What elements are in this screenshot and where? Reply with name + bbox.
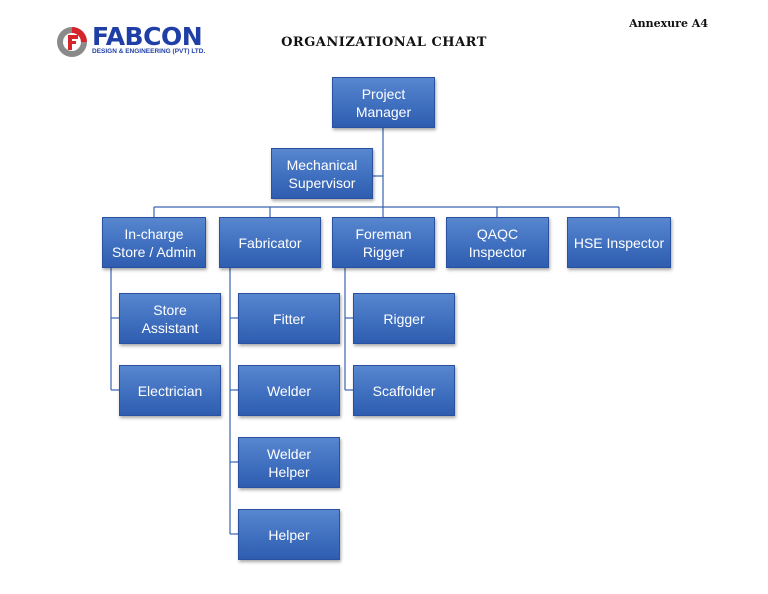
annexure-label: Annexure A4 <box>629 17 708 30</box>
company-logo: FABCON DESIGN & ENGINEERING (PVT) LTD. <box>56 22 206 60</box>
logo-wordmark: FABCON <box>92 22 203 51</box>
node-rigger: Rigger <box>353 293 455 344</box>
chart-title: ORGANIZATIONAL CHART <box>281 35 487 50</box>
node-qaqc-inspector: QAQC Inspector <box>446 217 549 268</box>
node-helper: Helper <box>238 509 340 560</box>
node-welder-helper: Welder Helper <box>238 437 340 488</box>
logo-tagline: DESIGN & ENGINEERING (PVT) LTD. <box>92 48 206 55</box>
node-electrician: Electrician <box>119 365 221 416</box>
node-incharge-store-admin: In-charge Store / Admin <box>102 217 206 268</box>
node-foreman-rigger: Foreman Rigger <box>332 217 435 268</box>
node-mechanical-supervisor: Mechanical Supervisor <box>271 148 373 199</box>
fabcon-emblem-icon <box>57 27 87 57</box>
node-fabricator: Fabricator <box>219 217 321 268</box>
node-fitter: Fitter <box>238 293 340 344</box>
node-store-assistant: Store Assistant <box>119 293 221 344</box>
node-hse-inspector: HSE Inspector <box>567 217 671 268</box>
node-project-manager: Project Manager <box>332 77 435 128</box>
node-welder: Welder <box>238 365 340 416</box>
node-scaffolder: Scaffolder <box>353 365 455 416</box>
